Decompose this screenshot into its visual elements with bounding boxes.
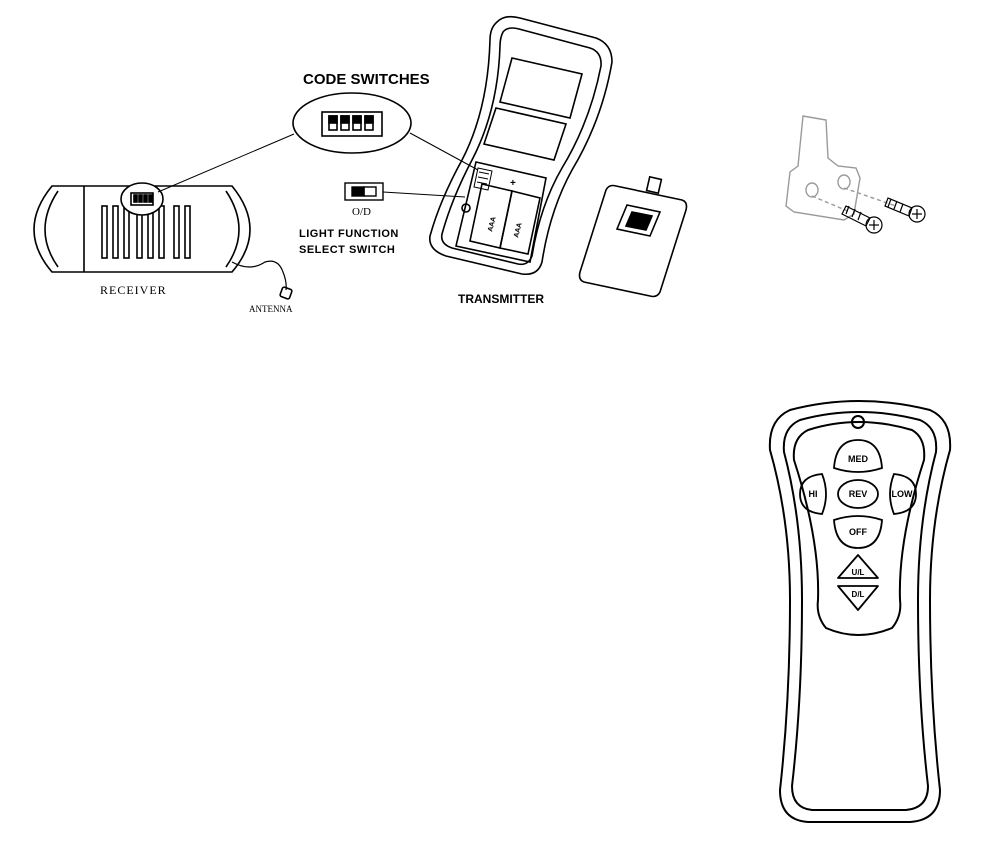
antenna-label: ANTENNA: [249, 304, 293, 314]
off-button-label: OFF: [849, 527, 867, 537]
code-switches-label: CODE SWITCHES: [303, 71, 430, 88]
screw-1: [842, 206, 882, 233]
transmitter-open-back: +: [430, 17, 612, 275]
svg-text:+: +: [510, 178, 516, 189]
select-switch-label: SELECT SWITCH: [299, 244, 395, 256]
battery-aaa-1: AAA: [487, 216, 497, 232]
down-light-button-label: D/L: [852, 590, 865, 599]
mounting-bracket: [786, 116, 896, 220]
hi-button-label: HI: [809, 489, 818, 499]
battery-aaa-2: AAA: [513, 222, 523, 238]
remote-front: [770, 401, 950, 822]
od-label: O/D: [352, 206, 371, 218]
med-button-label: MED: [848, 454, 869, 464]
receiver-unit: [34, 183, 292, 299]
low-button-label: LOW: [892, 489, 913, 499]
transmitter-label: TRANSMITTER: [458, 292, 544, 306]
receiver-label: RECEIVER: [100, 283, 167, 297]
screw-2: [885, 198, 925, 222]
up-light-button-label: U/L: [852, 568, 865, 577]
code-switches-callout: [158, 93, 478, 192]
rev-button-label: REV: [849, 489, 868, 499]
light-function-label: LIGHT FUNCTION: [299, 228, 399, 240]
battery-cover: [580, 177, 687, 297]
